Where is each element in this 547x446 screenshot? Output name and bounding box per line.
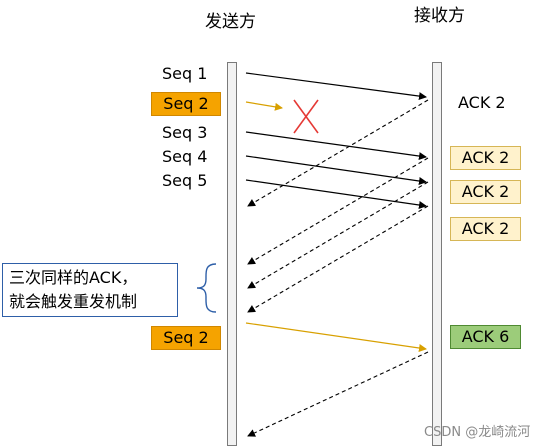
ack2-label-3: ACK 2 — [450, 180, 521, 204]
triple-ack-note: 三次同样的ACK， 就会触发重发机制 — [2, 263, 178, 317]
seq3-arrow — [245, 131, 427, 160]
seq5-arrow — [245, 179, 427, 209]
seq4-arrow — [245, 155, 427, 185]
receiver-header: 接收方 — [414, 6, 465, 26]
seq2-lost-arrow — [245, 101, 283, 111]
red-x-icon — [293, 99, 319, 134]
note-line-2: 就会触发重发机制 — [9, 292, 138, 311]
ack6-label: ACK 6 — [450, 325, 521, 349]
left-curly-brace-icon — [196, 263, 217, 313]
seq2-retransmit-arrow — [245, 322, 427, 352]
seq1-label: Seq 1 — [162, 64, 208, 83]
seq4-label: Seq 4 — [162, 147, 208, 166]
sender-header: 发送方 — [205, 12, 256, 32]
ack2-label-2: ACK 2 — [450, 146, 521, 170]
ack-arrow-4 — [247, 205, 429, 313]
ack2-label-4: ACK 2 — [450, 217, 521, 241]
ack-arrow-3 — [247, 181, 429, 289]
ack-arrow-2 — [247, 157, 429, 265]
seq1-arrow — [245, 72, 427, 101]
watermark: CSDN @龙崎流河 — [424, 425, 531, 440]
note-line-1: 三次同样的ACK， — [9, 268, 138, 287]
seq2-retransmit-label: Seq 2 — [151, 326, 221, 350]
ack-arrow-5 — [247, 351, 429, 437]
seq5-label: Seq 5 — [162, 171, 208, 190]
seq2-label: Seq 2 — [151, 92, 221, 116]
seq3-label: Seq 3 — [162, 123, 208, 142]
ack2-label-1: ACK 2 — [458, 93, 506, 112]
